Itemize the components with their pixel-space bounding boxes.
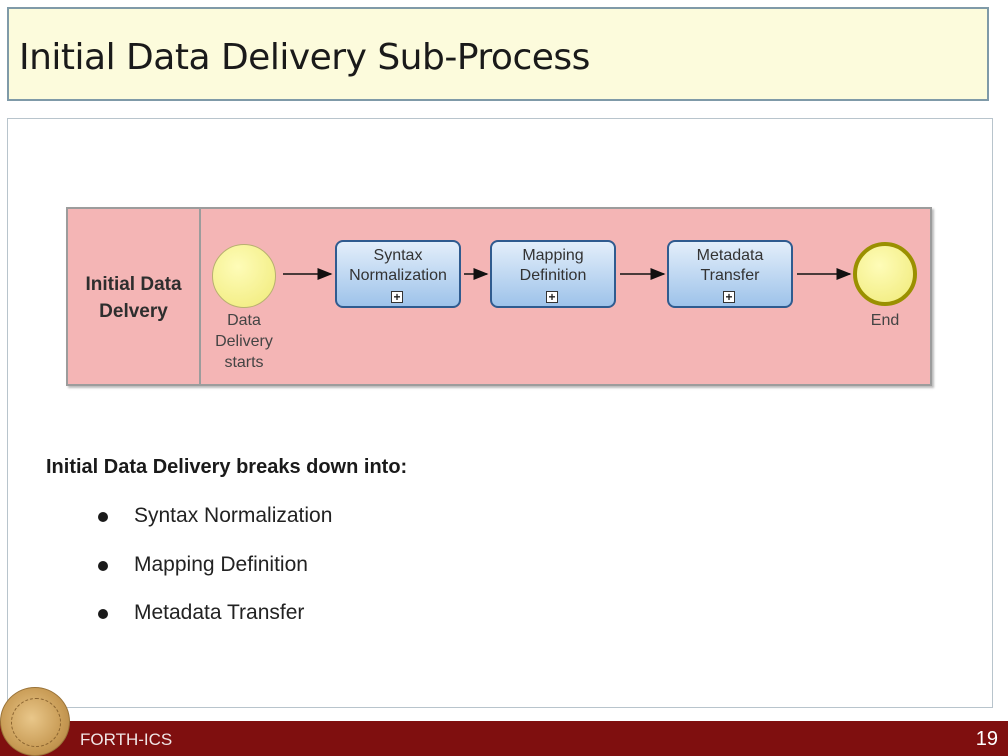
expand-subprocess-icon: +: [391, 291, 403, 303]
start-event-label: Data Delivery starts: [215, 312, 273, 371]
task-metadata-transfer: Metadata Transfer +: [667, 240, 793, 308]
end-event-label: End: [870, 312, 900, 329]
start-event: [212, 244, 276, 308]
page-number: 19: [975, 728, 998, 750]
footer-org: FORTH-ICS: [80, 730, 173, 749]
lane-divider: [199, 209, 201, 384]
intro-text: Initial Data Delivery breaks down into:: [46, 456, 408, 478]
end-event: [853, 242, 917, 306]
bullet-icon: [98, 609, 108, 619]
expand-subprocess-icon: +: [723, 291, 735, 303]
content-frame: [7, 118, 993, 708]
footer-bar: FORTH-ICS 19: [0, 721, 1008, 756]
lane-label-line-2: Delvery: [99, 301, 168, 322]
task-syntax-normalization: Syntax Normalization +: [335, 240, 461, 308]
lane-label-line-1: Initial Data: [85, 274, 182, 295]
institution-seal-icon: [0, 687, 70, 756]
expand-subprocess-icon: +: [546, 291, 558, 303]
task-mapping-definition: Mapping Definition +: [490, 240, 616, 308]
lane-label: Initial Data Delvery: [68, 271, 199, 325]
slide-title: Initial Data Delivery Sub-Process: [19, 37, 590, 78]
title-box: Initial Data Delivery Sub-Process: [7, 7, 989, 101]
bullet-icon: [98, 560, 108, 571]
bullet-icon: [98, 512, 108, 522]
